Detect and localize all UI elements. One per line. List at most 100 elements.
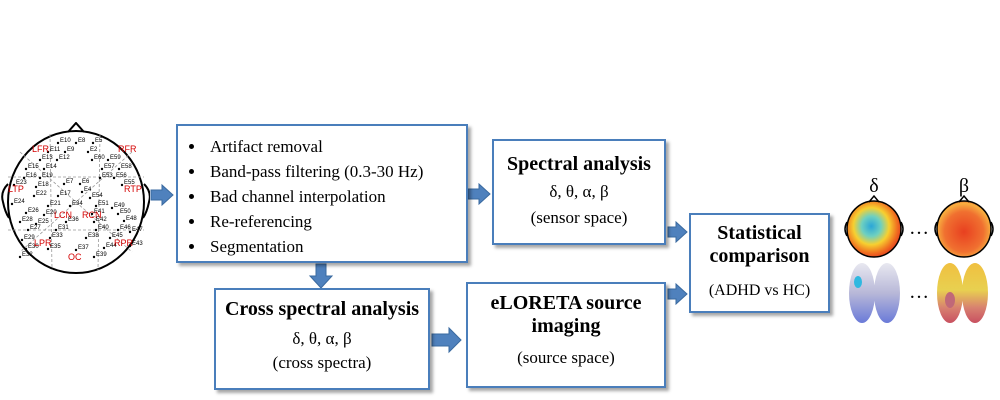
electrode-dot xyxy=(92,255,96,259)
electrode-label: E58 xyxy=(121,164,132,170)
electrode-dot xyxy=(88,196,92,200)
electrode-label: E36 xyxy=(68,217,79,223)
cross-spectral-bands: δ, θ, α, β xyxy=(292,329,352,348)
brain-beta xyxy=(937,263,988,323)
electrode-label: E55 xyxy=(124,180,135,186)
ellipsis-bottom: … xyxy=(909,281,929,303)
electrode-label: E4 xyxy=(84,187,92,193)
electrode-label: E39 xyxy=(96,252,107,258)
electrode-label: E49 xyxy=(114,203,125,209)
region-label-oc: OC xyxy=(68,252,82,262)
brain-delta xyxy=(849,263,900,323)
cross-spectral-space: (cross spectra) xyxy=(272,353,372,372)
electrode-dot xyxy=(56,194,60,198)
electrode-dot xyxy=(24,211,28,215)
electrode-label: E40 xyxy=(98,225,109,231)
electrode-dot xyxy=(46,150,50,154)
electrode-label: E53 xyxy=(102,173,113,179)
region-label-lcn: LCN xyxy=(54,210,72,220)
electrode-label: E21 xyxy=(50,201,61,207)
electrode-dot xyxy=(22,176,26,180)
electrode-label: E20 xyxy=(46,210,57,216)
electrode-dot xyxy=(92,220,96,224)
stats-title-line1: Statistical xyxy=(717,222,802,244)
electrode-dot xyxy=(116,228,120,232)
electrode-label: E33 xyxy=(52,233,63,239)
electrode-dot xyxy=(38,158,42,162)
electrode-label: E31 xyxy=(58,225,69,231)
results-panel: δ β … … xyxy=(844,175,994,323)
electrode-dot xyxy=(55,158,59,162)
spectral-analysis-bands: δ, θ, α, β xyxy=(549,182,609,201)
step-bad-channel-interpolation: Bad channel interpolation xyxy=(206,184,466,209)
arrow-preprocessing-to-cross-spectral xyxy=(308,263,334,289)
topomap-beta xyxy=(934,194,994,258)
electrode-dot xyxy=(120,183,124,187)
electrode-dot xyxy=(34,185,38,189)
preprocessing-box: Artifact removal Band-pass filtering (0.… xyxy=(176,124,468,263)
electrode-label: E50 xyxy=(120,209,131,215)
electrode-dot xyxy=(42,213,46,217)
electrode-dot xyxy=(20,238,24,242)
electrode-label: E19 xyxy=(42,173,53,179)
electrode-label: E51 xyxy=(98,201,109,207)
region-label-lpr: LPR xyxy=(34,238,52,248)
arrow-spectral-to-stats xyxy=(667,220,688,244)
electrode-dot xyxy=(94,228,98,232)
electrode-label: E46 xyxy=(120,225,131,231)
electrode-dot xyxy=(94,204,98,208)
electrode-label: E60 xyxy=(94,155,105,161)
region-label-rpr: RPR xyxy=(114,238,134,248)
arrow-cross-spectral-to-eloreta xyxy=(431,326,462,354)
electrode-dot xyxy=(64,220,68,224)
region-boundaries xyxy=(8,133,144,271)
electrode-label: E7 xyxy=(66,179,74,185)
stats-groups: (ADHD vs HC) xyxy=(708,282,811,299)
region-label-rtp: RTP xyxy=(124,184,142,194)
electrode-label: E59 xyxy=(110,155,121,161)
electrode-label: E42 xyxy=(96,217,107,223)
electrode-dot xyxy=(48,236,52,240)
electrode-label: E10 xyxy=(60,138,71,144)
electrode-dot xyxy=(116,212,120,216)
electrode-dot xyxy=(84,236,88,240)
electrode-label: E22 xyxy=(36,191,47,197)
electrode-dot xyxy=(12,183,16,187)
electrode-dot xyxy=(122,219,126,223)
electrode-label: E5 xyxy=(95,138,103,144)
electrode-dot xyxy=(91,141,95,145)
electrode-dot xyxy=(63,150,67,154)
electrode-dot xyxy=(74,248,78,252)
electrode-dot xyxy=(34,222,38,226)
electrode-label: E16 xyxy=(26,173,37,179)
region-label-ltp: LTP xyxy=(8,184,24,194)
electrode-dot xyxy=(18,220,22,224)
electrode-label: E45 xyxy=(112,233,123,239)
electrode-dot xyxy=(18,255,22,259)
electrode-label: E27 xyxy=(30,225,41,231)
electrode-label: E9 xyxy=(67,147,75,153)
electrode-dot xyxy=(10,202,14,206)
electrode-dot xyxy=(117,167,121,171)
electrode-dot xyxy=(24,247,28,251)
electrode-dot xyxy=(56,141,60,145)
electrode-label: E25 xyxy=(38,219,49,225)
electrode-label: E11 xyxy=(50,147,61,153)
electrode-dot xyxy=(24,167,28,171)
electrode-dot xyxy=(68,204,72,208)
electrode-label: E41 xyxy=(94,209,105,215)
arrow-montage-to-preprocessing xyxy=(150,183,174,207)
arrow-preprocessing-to-spectral xyxy=(467,182,491,206)
step-re-referencing: Re-referencing xyxy=(206,209,466,234)
eloreta-title-line1: eLORETA source xyxy=(490,292,642,314)
arrow-eloreta-to-stats xyxy=(667,282,688,306)
electrode-label: E12 xyxy=(59,155,70,161)
cross-spectral-analysis-box: Cross spectral analysis δ, θ, α, β (cros… xyxy=(214,288,430,390)
electrode-label: E43 xyxy=(132,241,143,247)
electrode-label: E56 xyxy=(116,173,127,179)
electrode-dot xyxy=(128,230,132,234)
electrode-label: E38 xyxy=(88,233,99,239)
electrode-label: E15 xyxy=(28,164,39,170)
electrode-dot xyxy=(108,236,112,240)
